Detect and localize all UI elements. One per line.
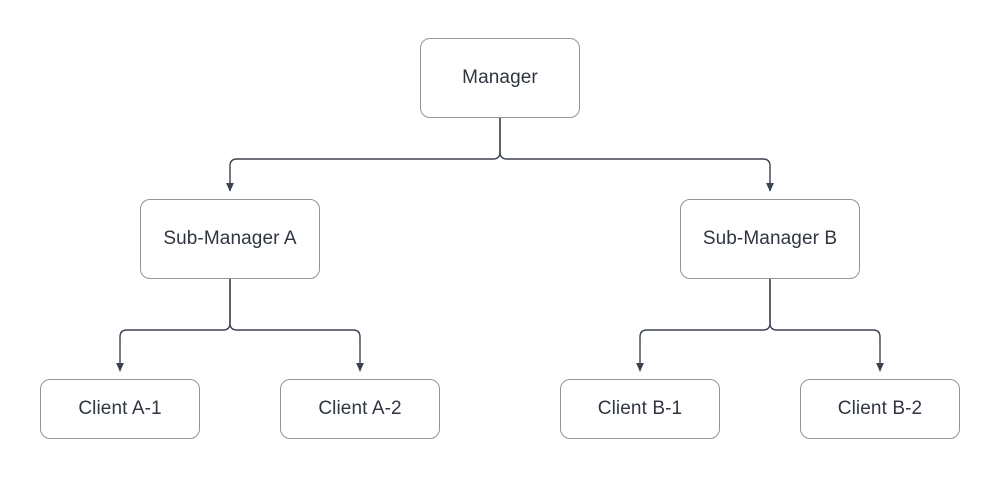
node-client-a2-label: Client A-2 [318,397,402,419]
node-client-b2[interactable]: Client B-2 [800,379,960,439]
node-sub-manager-a[interactable]: Sub-Manager A [140,199,320,279]
node-client-b1[interactable]: Client B-1 [560,379,720,439]
node-client-b2-label: Client B-2 [837,397,923,419]
node-client-a1-label: Client A-1 [78,397,162,419]
edge-sub-manager-a-to-client-a1 [116,279,231,372]
node-client-a1[interactable]: Client A-1 [40,379,200,439]
node-sub-manager-b[interactable]: Sub-Manager B [680,199,860,279]
node-manager-label: Manager [462,66,538,88]
node-sub-manager-a-label: Sub-Manager A [163,227,297,249]
edge-sub-manager-b-to-client-b1 [636,279,771,372]
node-manager[interactable]: Manager [420,38,580,118]
edge-sub-manager-b-to-client-b2 [769,279,884,372]
edge-manager-to-sub-manager-b [499,118,774,192]
edge-sub-manager-a-to-client-a2 [229,279,364,372]
edge-manager-to-sub-manager-a [226,118,501,192]
node-client-a2[interactable]: Client A-2 [280,379,440,439]
node-client-b1-label: Client B-1 [597,397,683,419]
node-sub-manager-b-label: Sub-Manager B [702,227,838,249]
